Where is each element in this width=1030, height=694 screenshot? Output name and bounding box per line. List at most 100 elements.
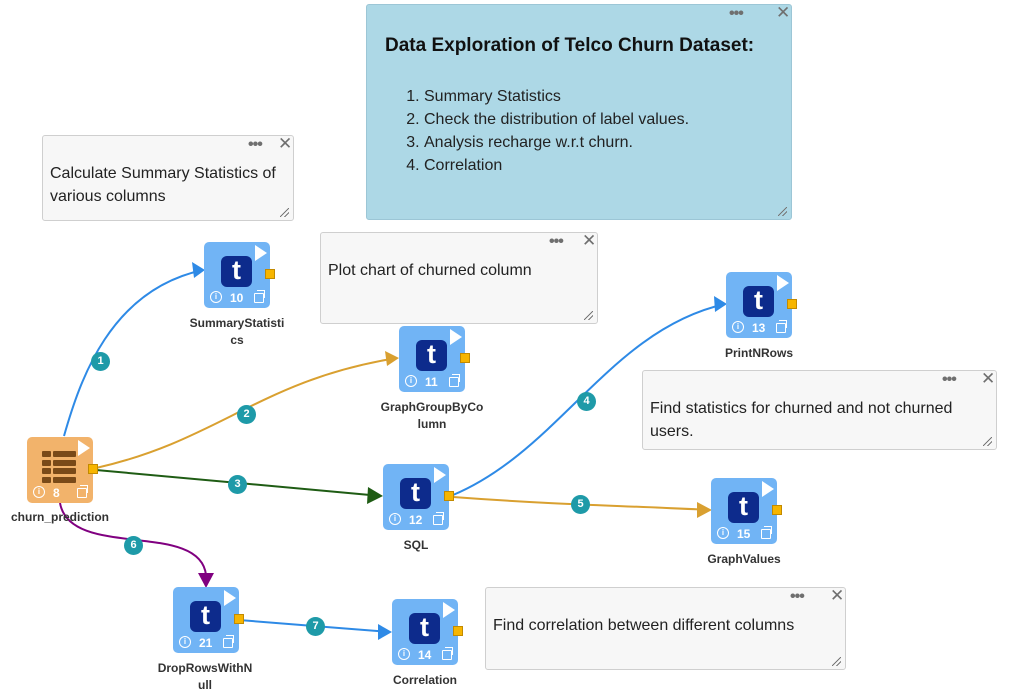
play-icon[interactable]: [450, 329, 462, 345]
output-port[interactable]: [772, 505, 782, 515]
note-text: Find correlation between different colum…: [493, 617, 795, 634]
stats-note[interactable]: ••• ✕ Find statistics for churned and no…: [642, 370, 997, 450]
note-menu-icon[interactable]: •••: [729, 5, 744, 22]
resize-handle-icon[interactable]: [280, 208, 289, 217]
info-icon[interactable]: i: [732, 321, 744, 333]
title-note[interactable]: ••• ✕ Data Exploration of Telco Churn Da…: [366, 4, 792, 220]
play-icon[interactable]: [443, 602, 455, 618]
node-churn-prediction[interactable]: i 8: [27, 437, 98, 503]
close-icon[interactable]: ✕: [278, 134, 293, 153]
node-print-n-rows[interactable]: t i 13: [726, 272, 797, 338]
resize-handle-icon[interactable]: [778, 207, 787, 216]
output-port[interactable]: [88, 464, 98, 474]
info-icon[interactable]: i: [717, 527, 729, 539]
copy-icon[interactable]: [442, 647, 453, 660]
node-id: 13: [752, 321, 766, 335]
node-label: GraphValues: [707, 552, 781, 566]
close-icon[interactable]: ✕: [776, 3, 791, 22]
node-graph-group-by-column[interactable]: t i 11: [399, 326, 470, 392]
edge-badge-7[interactable]: 7: [306, 617, 325, 636]
node-label: churn_prediction: [10, 510, 109, 524]
t-logo-icon: t: [416, 340, 447, 371]
output-port[interactable]: [460, 353, 470, 363]
edge-2-arrow: [385, 351, 399, 366]
t-logo-icon: t: [728, 492, 759, 523]
note-text: Calculate Summary Statistics of various …: [50, 165, 276, 205]
edge-7-arrow: [378, 624, 392, 640]
copy-icon[interactable]: [77, 485, 88, 498]
edge-3-arrow: [367, 487, 383, 504]
info-icon[interactable]: i: [389, 513, 401, 525]
edge-1-arrow: [192, 262, 205, 278]
edge-5-arrow: [697, 502, 712, 518]
summary-note[interactable]: ••• ✕ Calculate Summary Statistics of va…: [42, 135, 294, 221]
node-label: DropRowsWithNull: [157, 661, 253, 692]
info-icon[interactable]: i: [179, 636, 191, 648]
plot-note[interactable]: ••• ✕ Plot chart of churned column: [320, 232, 598, 324]
play-icon[interactable]: [777, 275, 789, 291]
edge-badge-4[interactable]: 4: [577, 392, 596, 411]
note-menu-icon[interactable]: •••: [942, 371, 957, 388]
output-port[interactable]: [234, 614, 244, 624]
edge-badge-1[interactable]: 1: [91, 352, 110, 371]
copy-icon[interactable]: [254, 290, 265, 303]
edge-4-arrow: [714, 296, 727, 312]
node-id: 21: [199, 636, 213, 650]
note-menu-icon[interactable]: •••: [248, 136, 263, 153]
node-id: 11: [425, 375, 438, 389]
note-menu-icon[interactable]: •••: [790, 588, 805, 605]
info-icon[interactable]: i: [398, 648, 410, 660]
note-menu-icon[interactable]: •••: [549, 233, 564, 250]
node-summary-statistics[interactable]: t i 10: [204, 242, 275, 308]
copy-icon[interactable]: [776, 320, 787, 333]
resize-handle-icon[interactable]: [832, 657, 841, 666]
note-list: Summary Statistics Check the distributio…: [387, 85, 689, 177]
info-icon[interactable]: i: [33, 486, 45, 498]
copy-icon[interactable]: [433, 512, 444, 525]
edge-1[interactable]: [63, 269, 204, 437]
node-id: 10: [230, 291, 244, 305]
note-title: Data Exploration of Telco Churn Dataset:: [385, 35, 755, 56]
t-logo-icon: t: [221, 256, 252, 287]
play-icon[interactable]: [762, 481, 774, 497]
output-port[interactable]: [787, 299, 797, 309]
node-label: SummaryStatistics: [189, 316, 285, 347]
play-icon[interactable]: [434, 467, 446, 483]
play-icon[interactable]: [255, 245, 267, 261]
node-label: Correlation: [392, 673, 457, 687]
info-icon[interactable]: i: [210, 291, 222, 303]
output-port[interactable]: [444, 491, 454, 501]
note-list-item: Analysis recharge w.r.t churn.: [424, 131, 689, 154]
t-logo-icon: t: [743, 286, 774, 317]
edge-badge-2[interactable]: 2: [237, 405, 256, 424]
node-id: 15: [737, 527, 751, 541]
close-icon[interactable]: ✕: [981, 369, 996, 388]
close-icon[interactable]: ✕: [830, 586, 845, 605]
edge-badge-5[interactable]: 5: [571, 495, 590, 514]
correlation-note[interactable]: ••• ✕ Find correlation between different…: [485, 587, 846, 670]
play-icon[interactable]: [78, 440, 90, 456]
copy-icon[interactable]: [223, 635, 234, 648]
play-icon[interactable]: [224, 590, 236, 606]
node-id: 12: [409, 513, 423, 527]
edge-badge-3[interactable]: 3: [228, 475, 247, 494]
node-graph-values[interactable]: t i 15: [711, 478, 782, 544]
node-id: 8: [53, 486, 60, 500]
note-text: Plot chart of churned column: [328, 262, 532, 279]
output-port[interactable]: [265, 269, 275, 279]
copy-icon[interactable]: [449, 374, 460, 387]
info-icon[interactable]: i: [405, 375, 417, 387]
close-icon[interactable]: ✕: [582, 231, 597, 250]
node-correlation[interactable]: t i 14: [392, 599, 463, 665]
output-port[interactable]: [453, 626, 463, 636]
node-drop-rows-with-null[interactable]: t i 21: [173, 587, 244, 653]
note-text: Find statistics for churned and not chur…: [650, 400, 953, 440]
node-sql[interactable]: t i 12: [383, 464, 454, 530]
copy-icon[interactable]: [761, 526, 772, 539]
resize-handle-icon[interactable]: [983, 437, 992, 446]
edge-6-arrow: [198, 573, 214, 588]
edge-badge-6[interactable]: 6: [124, 536, 143, 555]
node-label: GraphGroupByColumn: [380, 400, 484, 431]
resize-handle-icon[interactable]: [584, 311, 593, 320]
